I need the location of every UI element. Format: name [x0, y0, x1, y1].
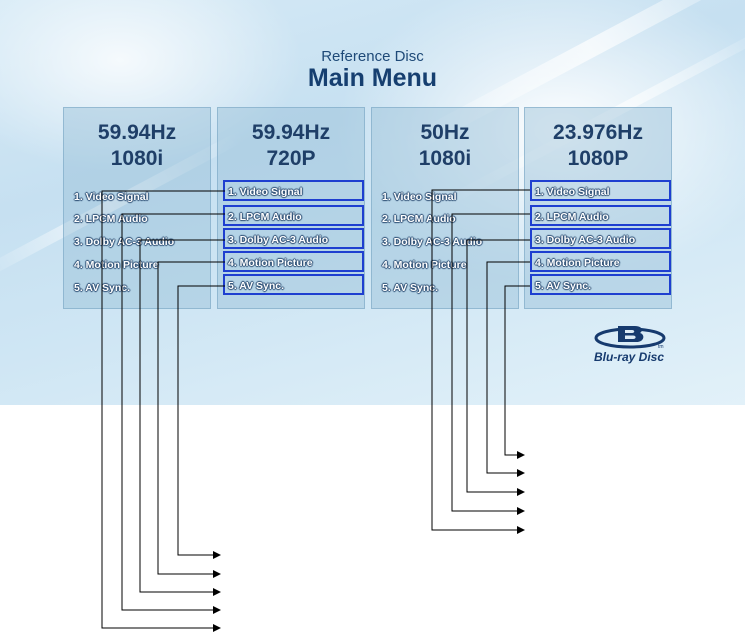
- menu-item-av-sync[interactable]: 5. AV Sync.: [223, 274, 364, 295]
- column-frequency: 59.94Hz: [251, 121, 331, 144]
- blu-ray-logo: Blu-ray Disc tm: [588, 322, 670, 368]
- menu-item-dolby-audio[interactable]: 3. Dolby AC-3 Audio: [223, 228, 364, 249]
- connector-lpcm-audio-60-720p: [121, 213, 225, 614]
- menu-item-lpcm-audio[interactable]: 2. LPCM Audio: [74, 213, 148, 225]
- menu-item-motion-picture[interactable]: 4. Motion Picture: [530, 251, 671, 272]
- connector-av-sync-24-1080p: [504, 285, 530, 459]
- menu-column-50hz-1080i: 50Hz 1080i 1. Video Signal 2. LPCM Audio…: [371, 107, 519, 309]
- menu-item-lpcm-audio[interactable]: 2. LPCM Audio: [223, 205, 364, 226]
- menu-item-lpcm-audio[interactable]: 2. LPCM Audio: [530, 205, 671, 226]
- column-resolution: 1080P: [567, 147, 629, 170]
- menu-item-av-sync[interactable]: 5. AV Sync.: [530, 274, 671, 295]
- menu-column-59-94hz-720p: 59.94Hz 720P 1. Video Signal 2. LPCM Aud…: [217, 107, 365, 309]
- connector-video-signal-60-720p: [101, 190, 225, 632]
- blu-ray-disc-icon: [594, 326, 666, 349]
- column-frequency: 59.94Hz: [97, 121, 177, 144]
- menu-item-dolby-audio[interactable]: 3. Dolby AC-3 Audio: [530, 228, 671, 249]
- blu-ray-logo-text: Blu-ray Disc: [593, 350, 665, 364]
- trademark-mark: tm: [658, 344, 664, 350]
- menu-item-dolby-audio[interactable]: 3. Dolby AC-3 Audio: [74, 236, 175, 248]
- connector-av-sync-60-720p: [177, 285, 225, 559]
- connector-dolby-audio-24-1080p: [466, 239, 530, 496]
- menu-item-video-signal[interactable]: 1. Video Signal: [74, 191, 149, 203]
- menu-subtitle: Reference Disc: [321, 48, 424, 65]
- column-resolution: 1080i: [110, 147, 164, 170]
- menu-item-video-signal[interactable]: 1. Video Signal: [530, 180, 671, 201]
- connector-motion-picture-24-1080p: [486, 261, 530, 477]
- menu-item-video-signal[interactable]: 1. Video Signal: [382, 191, 457, 203]
- connector-motion-picture-60-720p: [157, 261, 225, 578]
- menu-item-av-sync[interactable]: 5. AV Sync.: [382, 282, 439, 294]
- menu-title: Main Menu: [307, 64, 438, 92]
- connector-lpcm-audio-24-1080p: [451, 213, 530, 515]
- menu-item-motion-picture[interactable]: 4. Motion Picture: [74, 259, 159, 271]
- menu-column-23-976hz-1080p: 23.976Hz 1080P 1. Video Signal 2. LPCM A…: [524, 107, 672, 309]
- menu-background: Reference Disc Main Menu 59.94Hz 1080i 1…: [0, 0, 745, 405]
- connector-dolby-audio-60-720p: [139, 239, 225, 596]
- column-frequency: 23.976Hz: [553, 121, 643, 144]
- column-resolution: 1080i: [418, 147, 472, 170]
- connector-video-signal-24-1080p: [431, 189, 530, 534]
- menu-item-motion-picture[interactable]: 4. Motion Picture: [382, 259, 467, 271]
- menu-column-59-94hz-1080i: 59.94Hz 1080i 1. Video Signal 2. LPCM Au…: [63, 107, 211, 309]
- menu-item-lpcm-audio[interactable]: 2. LPCM Audio: [382, 213, 456, 225]
- column-frequency: 50Hz: [420, 121, 470, 144]
- column-resolution: 720P: [266, 147, 316, 170]
